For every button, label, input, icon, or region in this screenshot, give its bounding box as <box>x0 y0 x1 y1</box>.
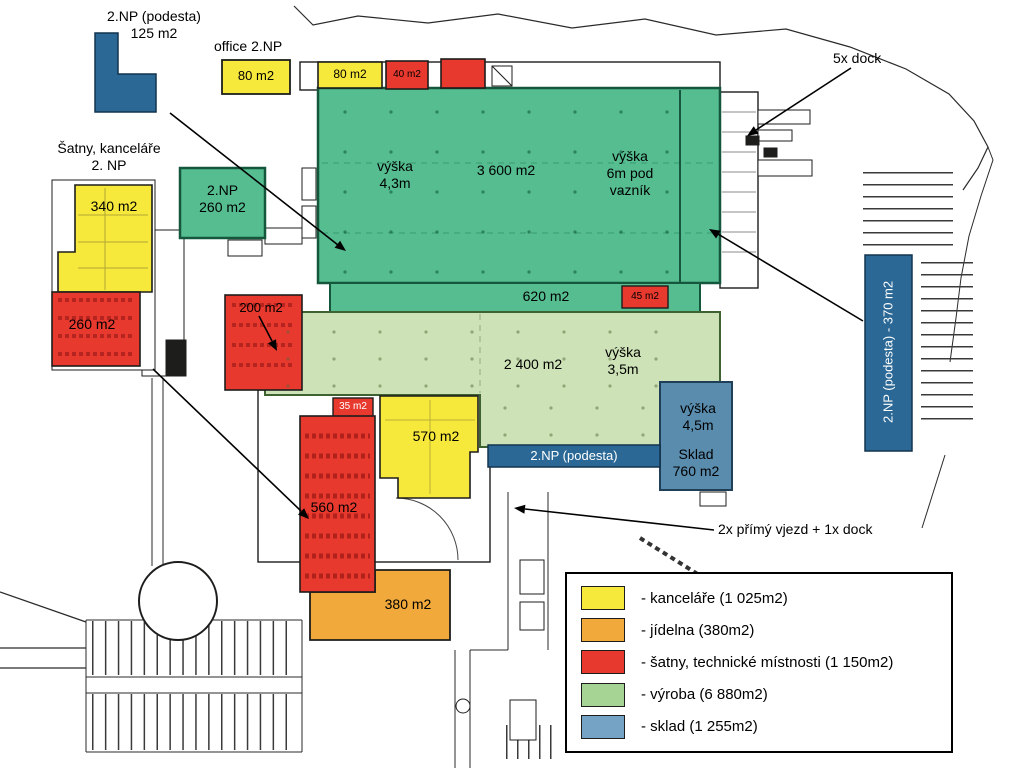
storage-sklad-area <box>659 381 733 491</box>
production-hall-area <box>316 86 722 285</box>
parking-stripes <box>92 172 973 759</box>
arrow-5x-dock <box>747 67 852 136</box>
office-2np-area <box>221 59 291 95</box>
office-top-area <box>317 61 383 89</box>
dock-details <box>165 65 813 561</box>
label-2400: 2 400 m2 <box>503 356 563 372</box>
label-vyska-6m: výška 6m pod vazník <box>606 148 654 199</box>
legend-item-offices: - kanceláře (1 025m2) <box>581 586 941 611</box>
tank-circle <box>138 561 218 641</box>
legend-item-production: - výroba (6 880m2) <box>581 682 941 707</box>
label-vyska-43: výška 4,3m <box>377 158 413 192</box>
podesta-right-area <box>864 254 913 452</box>
label-top-80: 80 m2 <box>333 67 367 81</box>
podesta-bar-area <box>487 444 661 468</box>
label-podesta-top: 2.NP (podesta) 125 m2 <box>107 8 201 42</box>
arrow-podesta-right <box>709 229 864 322</box>
label-340: 340 m2 <box>90 198 138 214</box>
legend-swatch-canteen <box>581 618 625 643</box>
label-podesta-bar: 2.NP (podesta) <box>530 448 618 463</box>
area-details <box>58 90 716 580</box>
label-45: 45 m2 <box>631 291 659 302</box>
label-top-40: 40 m2 <box>393 69 421 80</box>
column-dots <box>286 110 669 437</box>
label-office-80: 80 m2 <box>237 68 275 83</box>
label-620: 620 m2 <box>522 288 570 304</box>
label-35: 35 m2 <box>339 401 367 412</box>
annotation-arrows <box>152 67 864 531</box>
label-vyska-45: výška 4,5m <box>680 400 716 434</box>
technical-top-area-1 <box>385 60 429 90</box>
technical-top-area-2 <box>440 58 486 89</box>
arrow-200-area <box>258 315 277 351</box>
podesta-topleft-area <box>94 32 157 113</box>
legend-item-storage: - sklad (1 255m2) <box>581 714 941 739</box>
legend-label-technical: - šatny, technické místnosti (1 150m2) <box>641 653 894 671</box>
label-sklad: Sklad 760 m2 <box>672 446 720 480</box>
label-vyska-35: výška 3,5m <box>605 344 641 378</box>
legend-swatch-production <box>581 682 625 707</box>
legend-swatch-storage <box>581 714 625 739</box>
label-560: 560 m2 <box>310 499 358 515</box>
label-570: 570 m2 <box>412 428 460 444</box>
legend: - kanceláře (1 025m2) - jídelna (380m2) … <box>565 572 953 753</box>
label-380: 380 m2 <box>384 596 432 612</box>
label-3600: 3 600 m2 <box>476 162 536 178</box>
legend-swatch-technical <box>581 650 625 675</box>
label-podesta-right: 2.NP (podesta) - 370 m2 <box>880 280 896 423</box>
legend-label-storage: - sklad (1 255m2) <box>641 718 758 736</box>
legend-item-canteen: - jídelna (380m2) <box>581 618 941 643</box>
legend-label-canteen: - jídelna (380m2) <box>641 621 755 639</box>
label-260: 260 m2 <box>68 316 116 332</box>
offices-570-area <box>379 395 479 499</box>
technical-260-area <box>51 291 141 367</box>
legend-label-offices: - kanceláře (1 025m2) <box>641 589 788 607</box>
label-entrance: 2x přímý vjezd + 1x dock <box>718 521 873 537</box>
label-2np-260: 2.NP 260 m2 <box>199 182 246 216</box>
production-2np-260-area <box>178 166 267 240</box>
legend-item-technical: - šatny, technické místnosti (1 150m2) <box>581 650 941 675</box>
label-5x-dock: 5x dock <box>833 50 882 66</box>
arrow-260-to-560 <box>152 368 309 519</box>
label-office-2np: office 2.NP <box>214 38 283 54</box>
label-200: 200 m2 <box>239 300 283 315</box>
legend-label-production: - výroba (6 880m2) <box>641 686 768 704</box>
legend-swatch-offices <box>581 586 625 611</box>
arrow-podesta-to-hall <box>169 112 346 251</box>
arrow-entrance <box>514 504 715 531</box>
technical-560-area <box>299 415 376 593</box>
label-satny-kancelare: Šatny, kanceláře 2. NP <box>57 140 161 174</box>
technical-45-area <box>621 285 669 309</box>
technical-200-area <box>224 294 303 391</box>
